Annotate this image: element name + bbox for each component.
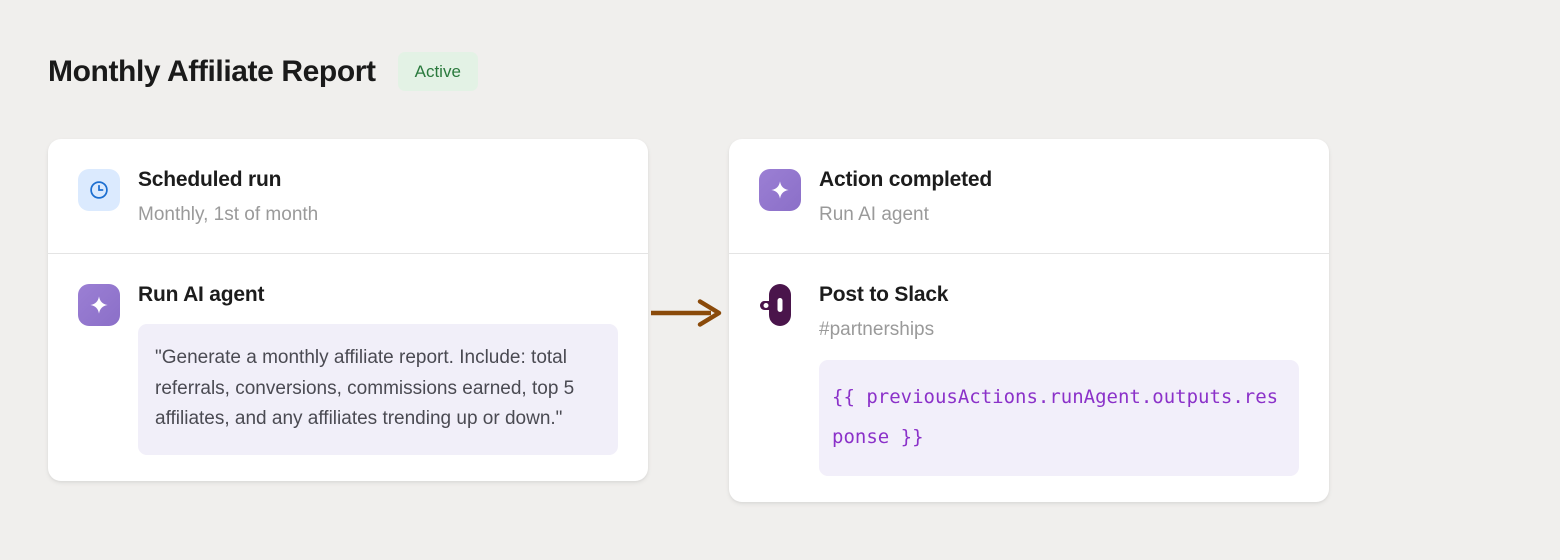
scheduled-run-title: Scheduled run — [138, 168, 282, 191]
sparkle-icon — [78, 284, 120, 326]
post-to-slack-title: Post to Slack — [819, 283, 949, 306]
ai-agent-prompt: "Generate a monthly affiliate report. In… — [138, 324, 618, 455]
slack-icon — [759, 284, 801, 326]
slack-channel: #partnerships — [819, 319, 935, 341]
action-completed-section[interactable]: Action completed Run AI agent — [729, 139, 1329, 253]
status-badge: Active — [397, 52, 478, 91]
scheduled-run-subtitle: Monthly, 1st of month — [138, 204, 319, 226]
post-to-slack-section[interactable]: Post to Slack #partnerships {{ previousA… — [729, 253, 1329, 502]
clock-icon — [78, 169, 120, 211]
run-ai-agent-section[interactable]: Run AI agent "Generate a monthly affilia… — [48, 253, 648, 481]
page-header: Monthly Affiliate Report Active — [48, 52, 478, 91]
action-completed-title: Action completed — [819, 168, 992, 191]
slack-message-template: {{ previousActions.runAgent.outputs.resp… — [819, 360, 1299, 477]
scheduled-run-section[interactable]: Scheduled run Monthly, 1st of month — [48, 139, 648, 253]
action-completed-subtitle: Run AI agent — [819, 204, 929, 226]
sparkle-icon — [759, 169, 801, 211]
action-card[interactable]: Action completed Run AI agent Post to Sl — [729, 139, 1329, 503]
page-title: Monthly Affiliate Report — [48, 54, 376, 88]
arrow-right-icon — [649, 298, 729, 328]
trigger-card[interactable]: Scheduled run Monthly, 1st of month Run … — [48, 139, 648, 481]
run-ai-agent-title: Run AI agent — [138, 283, 265, 306]
